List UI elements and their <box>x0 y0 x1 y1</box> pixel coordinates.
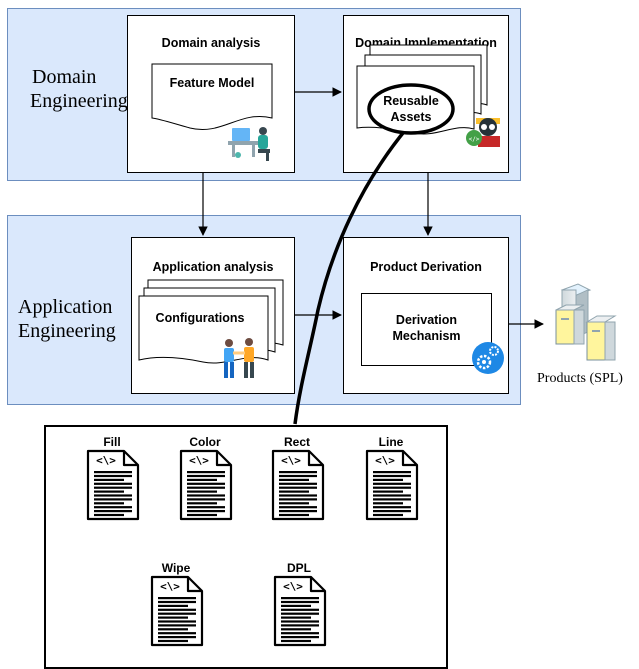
file-glyph: <\> <box>96 454 116 467</box>
asset-file-fill: Fill <\> <box>82 435 142 526</box>
asset-name: Wipe <box>161 561 191 575</box>
gear-icon <box>472 342 504 374</box>
application-analysis-title: Application analysis <box>152 260 274 274</box>
asset-file-rect: Rect <\> <box>267 435 327 526</box>
asset-file-color: Color <\> <box>175 435 235 526</box>
svg-text:</>: </> <box>469 136 480 143</box>
file-glyph: <\> <box>375 454 395 467</box>
products-servers-icon <box>555 283 617 361</box>
code-file-icon: <\> <box>273 575 327 647</box>
code-file-icon: <\> <box>179 449 233 521</box>
asset-file-wipe: Wipe <\> <box>146 561 206 652</box>
code-file-icon: <\> <box>365 449 419 521</box>
developer-illustration-icon: </> <box>466 118 500 147</box>
asset-name: Rect <box>283 435 310 449</box>
domain-engineering-label: Domain Engineering <box>30 66 128 112</box>
asset-file-dpl: DPL <\> <box>269 561 329 652</box>
code-file-icon: <\> <box>86 449 140 521</box>
derivation-mechanism-box <box>361 293 492 366</box>
asset-name: Color <box>189 435 221 449</box>
analyst-illustration-icon <box>228 127 270 161</box>
file-glyph: <\> <box>281 454 301 467</box>
asset-name: DPL <box>287 561 311 575</box>
configurations-label: Configurations <box>155 311 245 325</box>
application-engineering-label: Application Engineering <box>18 296 116 342</box>
reusable-assets-ellipse <box>367 83 455 135</box>
product-derivation-title: Product Derivation <box>370 260 482 274</box>
assets-connector <box>293 126 409 425</box>
file-glyph: <\> <box>189 454 209 467</box>
feature-model-document <box>151 63 273 130</box>
code-file-icon: <\> <box>150 575 204 647</box>
file-glyph: <\> <box>283 580 303 593</box>
asset-name: Line <box>378 435 404 449</box>
code-file-icon: <\> <box>271 449 325 521</box>
feature-model-label: Feature Model <box>169 76 255 90</box>
asset-name: Fill <box>103 435 121 449</box>
handshake-people-icon <box>224 338 254 378</box>
configurations-document-stack <box>138 295 269 364</box>
domain-analysis-title: Domain analysis <box>161 36 261 50</box>
reusable-assets-label: Reusable Assets <box>383 94 439 124</box>
asset-file-line: Line <\> <box>361 435 421 526</box>
derivation-mechanism-label: Derivation Mechanism <box>392 313 461 343</box>
file-glyph: <\> <box>160 580 180 593</box>
products-label: Products (SPL) <box>537 371 623 386</box>
